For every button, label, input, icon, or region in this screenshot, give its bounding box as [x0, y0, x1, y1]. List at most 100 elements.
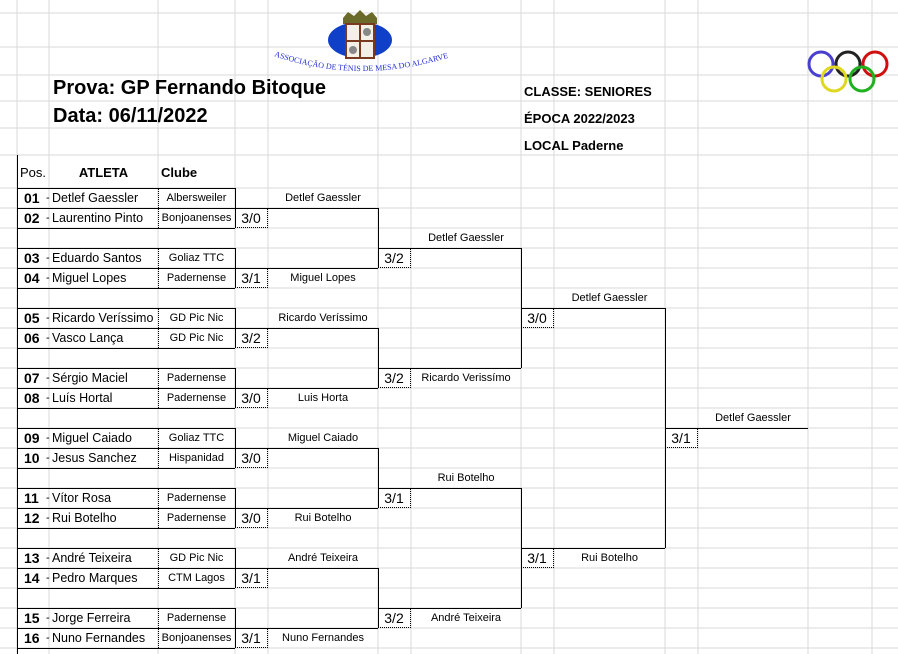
player-position: 07 [24, 370, 40, 386]
row-border [17, 488, 235, 489]
player-position: 10 [24, 450, 40, 466]
player-name[interactable]: Laurentino Pinto [52, 211, 144, 225]
bracket-line [378, 368, 521, 369]
match-winner: Rui Botelho [294, 512, 352, 524]
player-club: CTM Lagos [168, 572, 225, 584]
player-name[interactable]: Jorge Ferreira [52, 611, 131, 625]
bracket-connector [378, 328, 379, 388]
row-border [17, 568, 235, 569]
match-score[interactable]: 3/0 [235, 448, 268, 468]
bracket-line [235, 448, 378, 449]
match-score[interactable]: 3/0 [235, 508, 268, 528]
player-position: 08 [24, 390, 40, 406]
row-border [17, 468, 235, 469]
player-name[interactable]: Miguel Lopes [52, 271, 127, 285]
position-dash: - [46, 372, 50, 384]
player-position: 14 [24, 570, 40, 586]
event-date: Data: 06/11/2022 [53, 105, 208, 127]
player-name[interactable]: Detlef Gaessler [52, 191, 139, 205]
player-name[interactable]: André Teixeira [52, 551, 132, 565]
player-position: 01 [24, 190, 40, 206]
row-border [17, 448, 235, 449]
player-name[interactable]: Miguel Caiado [52, 431, 132, 445]
player-position: 11 [24, 490, 39, 506]
player-position: 05 [24, 310, 40, 326]
bracket-line [235, 328, 378, 329]
club-divider [158, 428, 159, 468]
player-name[interactable]: Sérgio Maciel [52, 371, 128, 385]
match-score[interactable]: 3/2 [378, 368, 411, 388]
player-name[interactable]: Vasco Lança [52, 331, 124, 345]
position-dash: - [46, 272, 50, 284]
match-winner: Miguel Lopes [290, 272, 356, 284]
match-score[interactable]: 3/0 [235, 388, 268, 408]
player-position: 12 [24, 510, 40, 526]
player-name[interactable]: Luís Hortal [52, 391, 113, 405]
player-club: Padernense [166, 272, 227, 284]
player-name[interactable]: Vítor Rosa [52, 491, 112, 505]
bracket-line [665, 428, 808, 429]
player-club: GD Pic Nic [169, 552, 224, 564]
player-club: Padernense [166, 492, 227, 504]
location-label: LOCAL Paderne [524, 138, 624, 153]
match-winner: Ricardo Verissímo [421, 372, 511, 384]
position-dash: - [46, 312, 50, 324]
player-club: GD Pic Nic [169, 312, 224, 324]
player-name[interactable]: Jesus Sanchez [52, 451, 137, 465]
match-winner: Detlef Gaessler [428, 232, 504, 244]
club-divider [158, 548, 159, 588]
athlete-header: ATLETA [78, 165, 129, 180]
event-title: Prova: GP Fernando Bitoque [53, 77, 326, 99]
position-dash: - [46, 632, 50, 644]
bracket-line [521, 548, 665, 549]
player-position: 09 [24, 430, 40, 446]
player-club: Bonjoanenses [161, 632, 232, 644]
match-score[interactable]: 3/0 [235, 208, 268, 228]
player-position: 16 [24, 630, 40, 646]
position-dash: - [46, 252, 50, 264]
position-dash: - [46, 452, 50, 464]
row-border [17, 628, 235, 629]
match-winner: Rui Botelho [437, 472, 495, 484]
match-score[interactable]: 3/1 [378, 488, 411, 508]
player-club: Padernense [166, 512, 227, 524]
player-club: Hispanidad [168, 452, 225, 464]
position-dash: - [46, 612, 50, 624]
club-divider [158, 608, 159, 648]
bracket-connector [378, 448, 379, 508]
match-score[interactable]: 3/1 [665, 428, 698, 448]
match-winner: Detlef Gaessler [715, 412, 791, 424]
position-dash: - [46, 212, 50, 224]
bracket-line [378, 608, 521, 609]
player-position: 13 [24, 550, 40, 566]
position-dash: - [46, 392, 50, 404]
row-border [17, 288, 235, 289]
match-winner: Detlef Gaessler [285, 192, 361, 204]
player-club: Goliaz TTC [168, 252, 225, 264]
row-border [17, 528, 235, 529]
player-name[interactable]: Ricardo Veríssimo [52, 311, 154, 325]
bracket-line [378, 248, 521, 249]
player-name[interactable]: Pedro Marques [52, 571, 138, 585]
match-score[interactable]: 3/1 [235, 568, 268, 588]
player-name[interactable]: Rui Botelho [52, 511, 117, 525]
position-dash: - [46, 492, 50, 504]
bracket-line [235, 388, 378, 389]
player-club: Albersweiler [166, 192, 227, 204]
match-score[interactable]: 3/1 [521, 548, 554, 568]
row-border [17, 188, 235, 189]
row-border [17, 228, 235, 229]
match-score[interactable]: 3/1 [235, 628, 268, 648]
match-score[interactable]: 3/1 [235, 268, 268, 288]
table-left-border [17, 155, 18, 654]
match-score[interactable]: 3/2 [378, 248, 411, 268]
row-border [17, 548, 235, 549]
match-score[interactable]: 3/2 [378, 608, 411, 628]
match-score[interactable]: 3/2 [235, 328, 268, 348]
player-name[interactable]: Nuno Fernandes [52, 631, 146, 645]
row-border [17, 368, 235, 369]
player-name[interactable]: Eduardo Santos [52, 251, 142, 265]
row-border [17, 588, 235, 589]
row-border [17, 508, 235, 509]
match-score[interactable]: 3/0 [521, 308, 554, 328]
